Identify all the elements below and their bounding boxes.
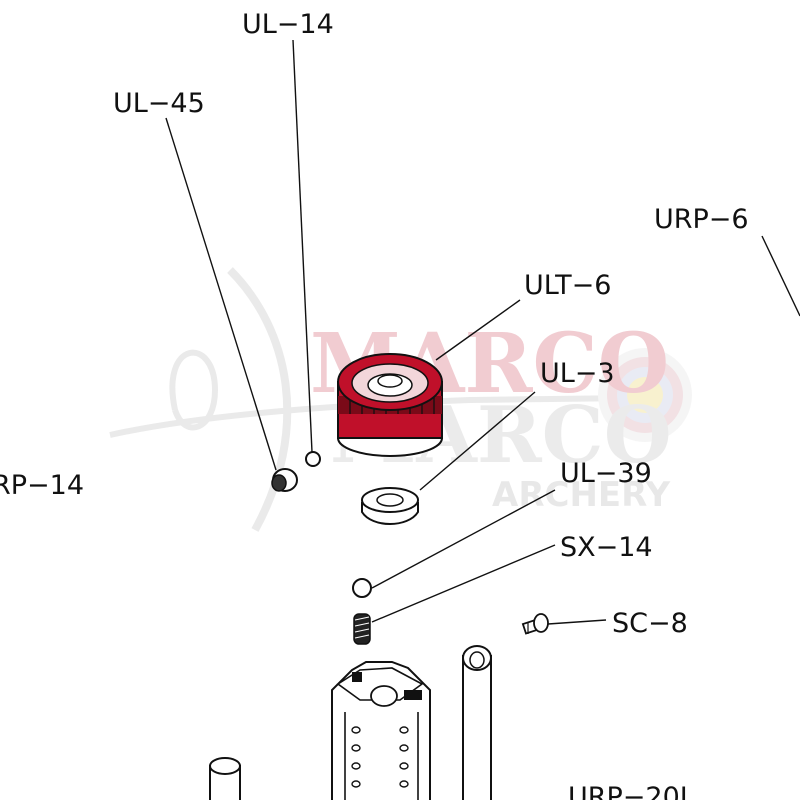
leader-sx14 [371,544,556,623]
watermark-bow-icon [227,267,292,532]
part-pin [209,757,241,800]
part-sc8 [521,613,549,635]
label-ul14: UL−14 [242,9,334,40]
label-ul39: UL−39 [560,458,652,489]
part-ul3 [361,487,419,525]
part-ul39 [352,578,372,598]
leader-ul14 [292,39,313,453]
label-ul45: UL−45 [113,88,205,119]
watermark-target-icon [598,348,692,442]
part-ul14 [305,451,321,467]
part-labels: UL−14 UL−45 URP−6 ULT−6 UL−3 RP−14 UL−39… [0,9,749,800]
label-sx14: SX−14 [560,532,653,563]
label-sc8: SC−8 [612,608,688,639]
leader-ult6 [435,299,521,361]
label-ult6: ULT−6 [524,270,611,301]
part-ult6 [337,353,443,457]
leader-lines [165,39,800,625]
watermark-loop-icon [169,349,219,431]
leader-ul39 [371,489,556,589]
label-urp6: URP−6 [654,204,749,235]
leader-ul45 [165,117,277,471]
leader-sc8 [547,619,607,625]
part-ul45 [271,468,298,492]
leader-ul3 [419,391,536,491]
part-rod [462,645,492,800]
label-urp20: URP−20L [568,782,695,800]
part-block-body [331,661,431,800]
leader-urp6 [761,235,800,317]
label-ul3: UL−3 [540,358,615,389]
label-rp14: RP−14 [0,470,84,501]
part-sx14 [353,613,371,645]
